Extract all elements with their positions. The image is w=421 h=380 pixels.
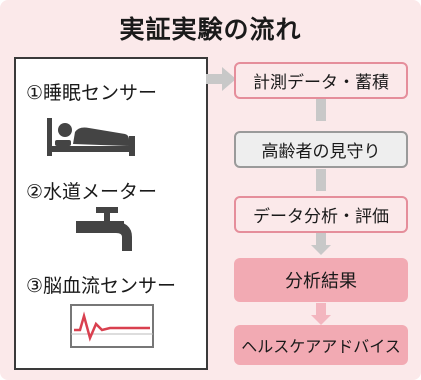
flow-step-measure: 計測データ・蓄積: [234, 62, 408, 99]
flow-step-results: 分析結果: [234, 258, 408, 302]
connector-2: [316, 169, 326, 191]
sleeping-person-icon: [47, 118, 135, 156]
sensor-label-water: ②水道メーター: [26, 181, 158, 203]
diagram-title: 実証実験の流れ: [119, 15, 302, 44]
sensor-label-sleep: ①睡眠センサー: [26, 82, 158, 104]
arrow-down-3: [311, 233, 331, 255]
water-faucet-icon: [76, 207, 132, 251]
brain-waveform-icon: [70, 304, 154, 348]
connector-1: [316, 99, 326, 121]
sensor-panel: ①睡眠センサー ②水道メーター ③脳血流センサー: [14, 57, 208, 370]
flow-step-advice: ヘルスケアアドバイス: [234, 325, 408, 365]
flow-step-monitoring: 高齢者の見守り: [234, 131, 408, 168]
arrow-down-4: [311, 303, 331, 325]
panel-to-flow-arrow: [206, 67, 236, 91]
flow-step-analysis: データ分析・評価: [234, 196, 408, 233]
sensor-label-brain: ③脳血流センサー: [26, 275, 177, 297]
